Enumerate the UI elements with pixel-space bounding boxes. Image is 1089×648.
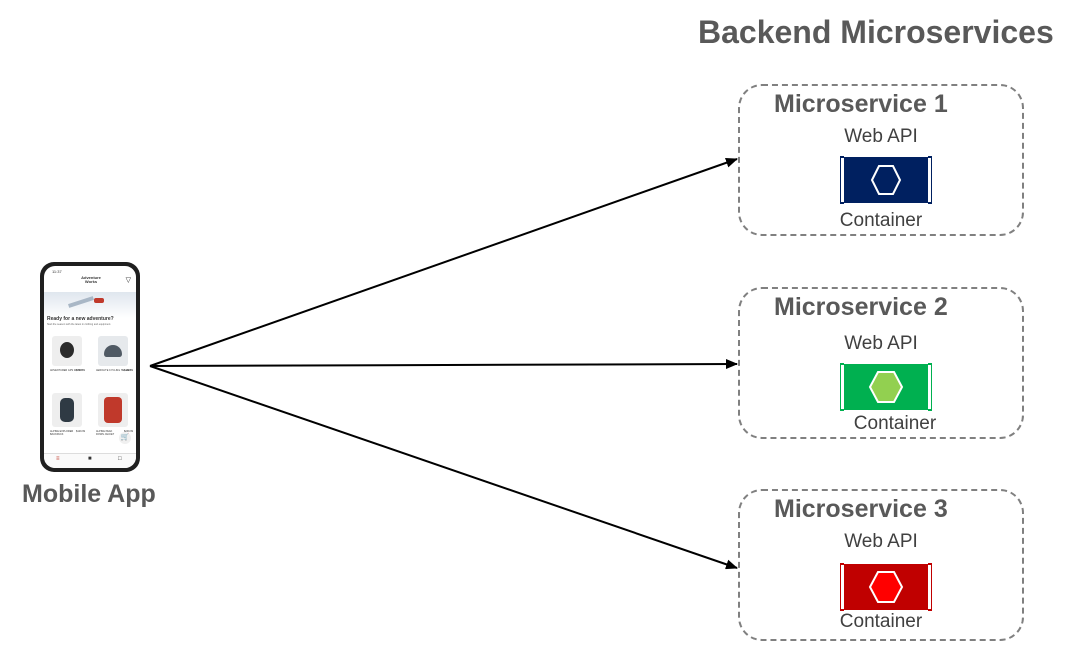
- product-image[interactable]: [98, 336, 128, 366]
- container-icon: [840, 363, 932, 411]
- product-name: AEROLITE CYCLING HELMET: [96, 369, 132, 372]
- product-price: $199.99: [76, 369, 86, 372]
- product-name: ALPINE PEAK DOWN JACKET: [96, 430, 115, 436]
- hexagon-icon: [870, 165, 902, 195]
- mobile-app-label: Mobile App: [22, 480, 156, 508]
- filter-icon[interactable]: ▽: [125, 277, 131, 284]
- cart-tab-icon[interactable]: □: [118, 456, 122, 462]
- microservice-3-container-label: Container: [839, 611, 923, 632]
- status-time: 11:37: [52, 269, 62, 274]
- jacket-icon: [104, 397, 122, 423]
- hexagon-icon: [868, 571, 904, 603]
- product-image[interactable]: [52, 393, 82, 427]
- home-tab-icon[interactable]: ≡: [56, 456, 60, 462]
- snow-slope: [68, 296, 94, 308]
- microservice-2-box: Microservice 2 Web API Container: [738, 287, 1024, 439]
- arrow-to-microservice-3: [149, 365, 738, 570]
- banner-subtext: Start the season with the latest in clot…: [47, 323, 112, 326]
- bottom-tab-bar: ≡ ■ □: [44, 453, 136, 468]
- arrow-to-microservice-1: [149, 157, 738, 367]
- watch-icon: [60, 342, 74, 358]
- microservice-3-web-api-label: Web API: [844, 531, 918, 552]
- microservice-2-title: Microservice 2: [774, 293, 948, 321]
- product-image[interactable]: [98, 393, 128, 427]
- microservice-1-title: Microservice 1: [774, 90, 948, 118]
- container-icon: [840, 156, 932, 204]
- arrow-to-microservice-2: [149, 359, 738, 370]
- product-price: $129.99: [76, 430, 86, 433]
- helmet-icon: [104, 345, 122, 357]
- map-tab-icon[interactable]: ■: [88, 456, 92, 462]
- phone-screen: 11:37 Adventure Works ▽ Ready for a new …: [44, 266, 136, 468]
- container-icon: [840, 563, 932, 611]
- hero-banner: [44, 292, 136, 318]
- product-name: ADVENTURER GPS WATCH: [50, 369, 83, 372]
- microservice-3-title: Microservice 3: [774, 495, 948, 523]
- hexagon-icon: [868, 371, 904, 403]
- brand-logo: Adventure Works: [81, 275, 101, 284]
- skier-figure: [94, 298, 104, 303]
- product-price: $249.99: [124, 430, 134, 433]
- microservice-3-box: Microservice 3 Web API Container: [738, 489, 1024, 641]
- microservice-1-container-label: Container: [839, 210, 923, 231]
- microservice-2-web-api-label: Web API: [844, 333, 918, 354]
- backpack-icon: [60, 398, 74, 422]
- microservice-1-box: Microservice 1 Web API Container: [738, 84, 1024, 236]
- product-image[interactable]: [52, 336, 82, 366]
- microservice-1-web-api-label: Web API: [844, 126, 918, 147]
- cart-fab-icon[interactable]: 🛒: [119, 432, 131, 444]
- microservice-2-container-label: Container: [853, 413, 937, 434]
- product-price: $129.99: [124, 369, 134, 372]
- mobile-phone: 11:37 Adventure Works ▽ Ready for a new …: [40, 262, 140, 472]
- banner-heading: Ready for a new adventure?: [47, 316, 114, 322]
- diagram-title: Backend Microservices: [698, 14, 1054, 50]
- product-name: ALPINE EXPLORER BACKPACK: [50, 430, 74, 436]
